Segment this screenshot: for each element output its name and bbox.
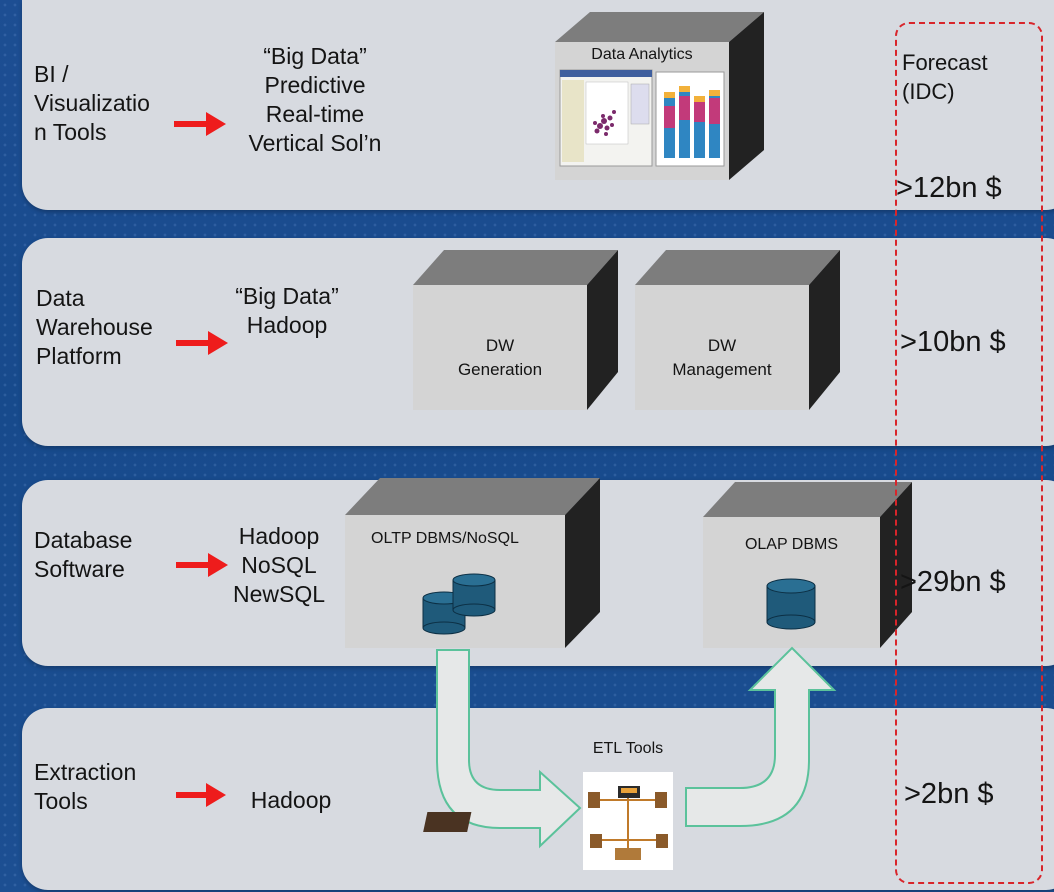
row-bi-label-line: BI / <box>34 61 69 87</box>
bi-tools-band <box>22 0 1054 210</box>
etl-flow-arrow-down <box>436 649 582 849</box>
red-arrow-icon <box>176 783 226 807</box>
keyword: Hadoop <box>238 523 320 549</box>
database-icon <box>766 578 816 630</box>
row-dw-label: Data Warehouse Platform <box>36 284 153 371</box>
row-extraction-label-line: Extraction <box>34 759 137 785</box>
row-bi-label-line: n Tools <box>34 119 107 145</box>
dw-generation-label: DW Generation <box>413 334 587 382</box>
row-bi-keywords: “Big Data” Predictive Real-time Vertical… <box>240 42 390 158</box>
row-extraction-value: >2bn $ <box>904 778 994 810</box>
forecast-header: Forecast (IDC) <box>902 48 988 106</box>
oltp-label: OLTP DBMS/NoSQL <box>371 530 519 547</box>
red-arrow-icon <box>176 331 228 355</box>
keyword: Real-time <box>265 101 365 127</box>
row-db-label-line: Software <box>34 556 125 582</box>
keyword: “Big Data” <box>263 43 367 69</box>
red-arrow-icon <box>174 112 226 136</box>
etl-tools-illustration <box>423 772 673 870</box>
dw-generation-box <box>413 250 618 410</box>
keyword: “Big Data” <box>235 283 339 309</box>
dw-generation-label-line: Generation <box>457 360 543 379</box>
forecast-header-line: (IDC) <box>902 79 955 104</box>
row-bi-label: BI / Visualizatio n Tools <box>34 60 150 147</box>
dw-management-label-line: DW <box>707 336 737 355</box>
mini-bar-chart <box>664 86 720 158</box>
etl-tools-label: ETL Tools <box>592 740 664 757</box>
olap-label: OLAP DBMS <box>744 536 839 553</box>
dw-management-label-line: Management <box>672 360 772 379</box>
etl-flow-arrow-up <box>685 646 837 827</box>
red-arrow-icon <box>176 553 228 577</box>
row-dw-value: >10bn $ <box>900 326 1006 358</box>
olap-box <box>703 482 912 648</box>
data-analytics-box <box>555 12 764 180</box>
row-bi-label-line: Visualizatio <box>34 90 150 116</box>
row-db-value: >29bn $ <box>900 566 1006 598</box>
row-bi-value: >12bn $ <box>896 172 1002 204</box>
keyword: NewSQL <box>232 581 326 607</box>
row-dw-label-line: Warehouse <box>36 314 153 340</box>
keyword: Predictive <box>264 72 366 98</box>
dw-management-box <box>635 250 840 410</box>
row-db-label: Database Software <box>34 526 132 584</box>
row-db-label-line: Database <box>34 527 133 553</box>
row-dw-keywords: “Big Data” Hadoop <box>224 282 350 340</box>
row-extraction-label: Extraction Tools <box>34 758 136 816</box>
keyword: Vertical Sol’n <box>248 130 382 156</box>
row-db-keywords: Hadoop NoSQL NewSQL <box>222 522 336 609</box>
row-dw-label-line: Platform <box>36 343 122 369</box>
forecast-column-outline <box>895 22 1043 884</box>
row-dw-label-line: Data <box>36 285 85 311</box>
data-analytics-label: Data Analytics <box>591 46 693 63</box>
database-icon <box>452 573 496 617</box>
keyword: Hadoop <box>250 787 332 813</box>
row-extraction-label-line: Tools <box>34 788 88 814</box>
oltp-box <box>345 478 600 648</box>
forecast-header-line: Forecast <box>902 50 988 75</box>
keyword: NoSQL <box>241 552 317 578</box>
row-extraction-keywords: Hadoop <box>236 786 346 815</box>
dw-management-label: DW Management <box>635 334 809 382</box>
keyword: Hadoop <box>246 312 328 338</box>
dw-generation-label-line: DW <box>485 336 515 355</box>
